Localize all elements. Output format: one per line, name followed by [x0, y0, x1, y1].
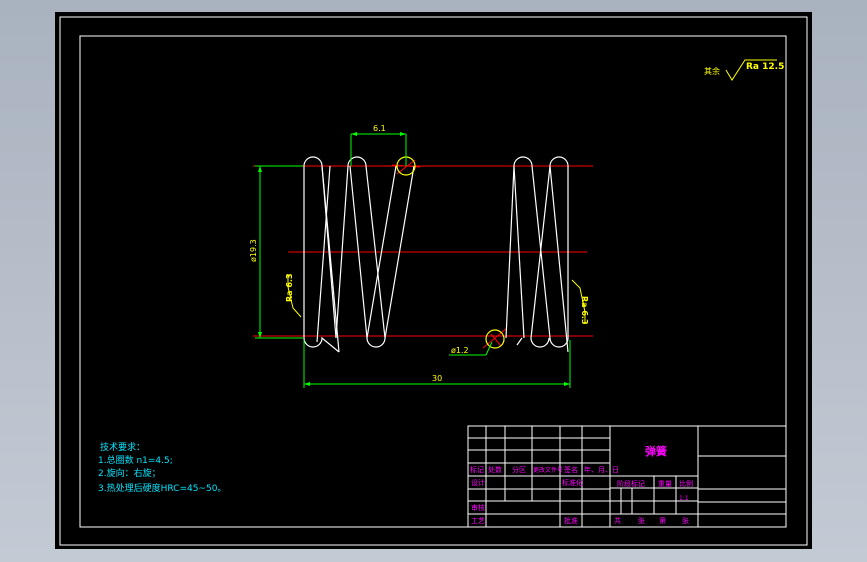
header-label: 分区: [512, 465, 526, 474]
notes-heading: 技术要求：: [100, 441, 145, 453]
role-label: 工艺: [471, 517, 485, 525]
header-label: 处数: [488, 465, 502, 474]
spring-coils: [303, 156, 569, 353]
stage-mark-label: 阶段标记: [617, 479, 645, 488]
roughness-symbol-left: [287, 274, 302, 318]
roughness-general-value: Ra 12.5: [746, 62, 784, 72]
outer-border: [59, 16, 808, 546]
note-item: 3.热处理后硬度HRC=45~50。: [98, 482, 226, 494]
scale-label: 比例: [679, 479, 693, 488]
scale-value: 1:1: [679, 495, 689, 502]
length-dimension: 30: [432, 374, 442, 383]
dimension-arrows: [258, 132, 570, 386]
part-name: 弹簧: [645, 444, 667, 458]
weight-label: 重量: [658, 480, 672, 488]
header-label: 年、月、日: [584, 465, 619, 474]
inner-frame: [79, 35, 787, 528]
sheet-label: 张: [638, 516, 645, 525]
cad-drawing: 6.1 ø19.3 ø1.2 30 其余 Ra 12.5 Ra 6.3 Ra 6…: [59, 16, 808, 546]
role-label: 审核: [471, 503, 485, 512]
note-item: 1.总圈数 n1=4.5;: [98, 454, 173, 466]
roughness-right-value: Ra 6.3: [580, 296, 589, 325]
drawing-viewport[interactable]: 6.1 ø19.3 ø1.2 30 其余 Ra 12.5 Ra 6.3 Ra 6…: [55, 12, 812, 549]
note-item: 2.旋向：右旋；: [98, 467, 161, 479]
diameter-dimension: ø19.3: [249, 239, 258, 262]
dimension-lines: [255, 133, 571, 388]
title-block: [467, 425, 787, 528]
sheet-label: 共: [614, 516, 621, 525]
pitch-dimension: 6.1: [373, 124, 386, 133]
roughness-symbol-general: [725, 59, 777, 81]
roughness-symbol-right: [571, 279, 586, 324]
header-label: 签名: [564, 465, 578, 474]
roughness-left-value: Ra 6.3: [285, 273, 294, 302]
header-label: 更改文件号: [533, 466, 563, 474]
wire-diameter-dimension: ø1.2: [451, 346, 469, 355]
role-label: 批准: [564, 516, 578, 525]
roughness-general-prefix: 其余: [704, 66, 720, 76]
role-label: 标准化: [562, 478, 583, 487]
header-label: 标记: [470, 465, 484, 474]
sheet-label: 第: [659, 516, 666, 525]
role-label: 设计: [471, 478, 485, 487]
sheet-label: 张: [682, 516, 689, 525]
